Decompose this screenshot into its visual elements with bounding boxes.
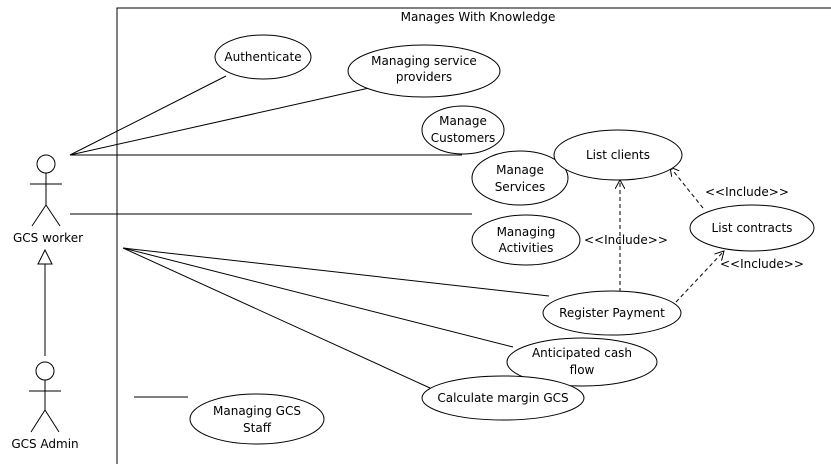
- use-case-manage-customers[interactable]: Manage Customers: [421, 105, 505, 155]
- assoc-service-providers: [69, 85, 379, 156]
- svg-text:Managing: Managing: [497, 225, 556, 239]
- actor-label-admin: GCS Admin: [11, 437, 78, 451]
- include-dependencies: [620, 167, 724, 303]
- use-case-managing-service-providers[interactable]: Managing service providers: [347, 44, 501, 98]
- svg-text:Authenticate: Authenticate: [224, 50, 301, 64]
- system-title: Manages With Knowledge: [401, 10, 556, 24]
- assoc-cash-flow: [122, 247, 514, 348]
- svg-text:Managing service: Managing service: [371, 54, 477, 68]
- actor-head-icon: [36, 154, 56, 174]
- include-label-3: <<Include>>: [720, 257, 804, 271]
- svg-text:Services: Services: [495, 180, 546, 194]
- assoc-authenticate: [69, 75, 227, 156]
- actor-label-worker: GCS worker: [13, 231, 83, 245]
- svg-text:Staff: Staff: [243, 421, 272, 435]
- actor-gcs-worker[interactable]: GCS worker: [13, 154, 83, 245]
- use-case-calculate-margin[interactable]: Calculate margin GCS: [421, 375, 585, 421]
- assoc-calculate-margin: [122, 247, 431, 389]
- svg-text:Calculate margin GCS: Calculate margin GCS: [437, 391, 568, 405]
- svg-text:Manage: Manage: [439, 114, 487, 128]
- svg-text:flow: flow: [570, 363, 595, 377]
- include-label-2: <<Include>>: [705, 185, 789, 199]
- svg-text:Manage: Manage: [496, 163, 544, 177]
- use-case-managing-gcs-staff[interactable]: Managing GCS Staff: [189, 393, 325, 445]
- use-case-register-payment[interactable]: Register Payment: [542, 290, 682, 336]
- generalization-arrow-icon: [37, 248, 53, 265]
- actor-head-icon: [35, 361, 55, 381]
- use-case-managing-activities[interactable]: Managing Activities: [471, 214, 581, 266]
- svg-text:providers: providers: [396, 70, 452, 84]
- svg-text:Activities: Activities: [499, 241, 554, 255]
- associations: [69, 75, 550, 398]
- svg-text:Anticipated cash: Anticipated cash: [532, 346, 632, 360]
- svg-text:Managing GCS: Managing GCS: [213, 404, 301, 418]
- system-boundary: [116, 7, 831, 464]
- use-case-authenticate[interactable]: Authenticate: [214, 34, 312, 80]
- svg-text:Customers: Customers: [431, 131, 496, 145]
- use-case-list-contracts[interactable]: List contracts: [689, 204, 815, 252]
- actor-gcs-admin[interactable]: GCS Admin: [11, 361, 79, 451]
- assoc-register-payment: [122, 247, 550, 297]
- svg-text:List contracts: List contracts: [712, 221, 793, 235]
- include-label-1: <<Include>>: [584, 233, 668, 247]
- use-case-manage-services[interactable]: Manage Services: [471, 150, 569, 206]
- svg-text:List clients: List clients: [586, 148, 650, 162]
- include-contracts-to-clients: [670, 167, 704, 209]
- use-case-list-clients[interactable]: List clients: [553, 129, 683, 181]
- svg-text:Register Payment: Register Payment: [559, 306, 665, 320]
- include-register-to-list-contracts: [675, 251, 724, 303]
- use-case-anticipated-cash-flow[interactable]: Anticipated cash flow: [506, 337, 658, 387]
